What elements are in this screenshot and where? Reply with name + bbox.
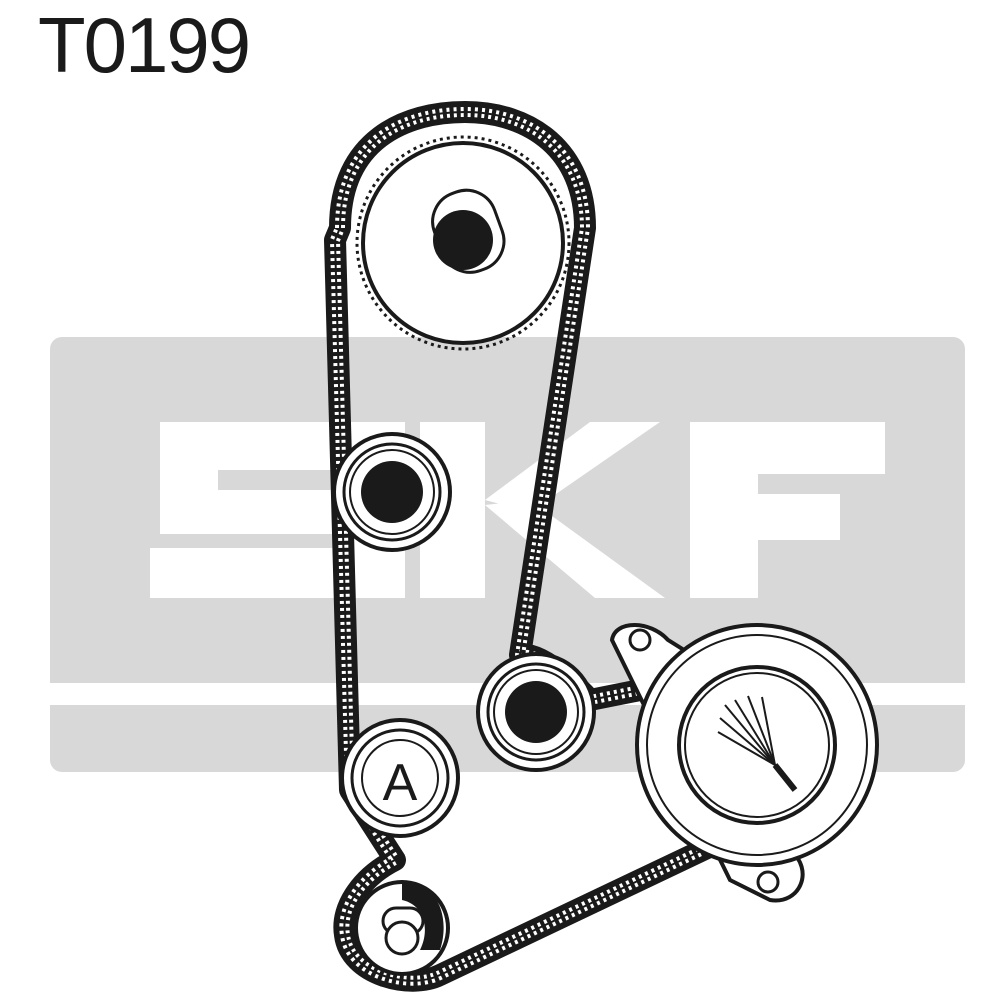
spray-icon <box>717 695 798 792</box>
idler-pulley-lower <box>476 652 596 772</box>
camshaft-sprocket <box>355 135 571 351</box>
part-number: T0199 <box>38 1 251 89</box>
crankshaft-sprocket <box>354 880 450 976</box>
watermark-letter-f <box>690 422 885 598</box>
pulley-a: A <box>340 718 460 838</box>
pulley-a-label: A <box>383 754 418 812</box>
idler-pulley-upper <box>332 432 452 552</box>
tensioner-pulley <box>609 623 879 903</box>
